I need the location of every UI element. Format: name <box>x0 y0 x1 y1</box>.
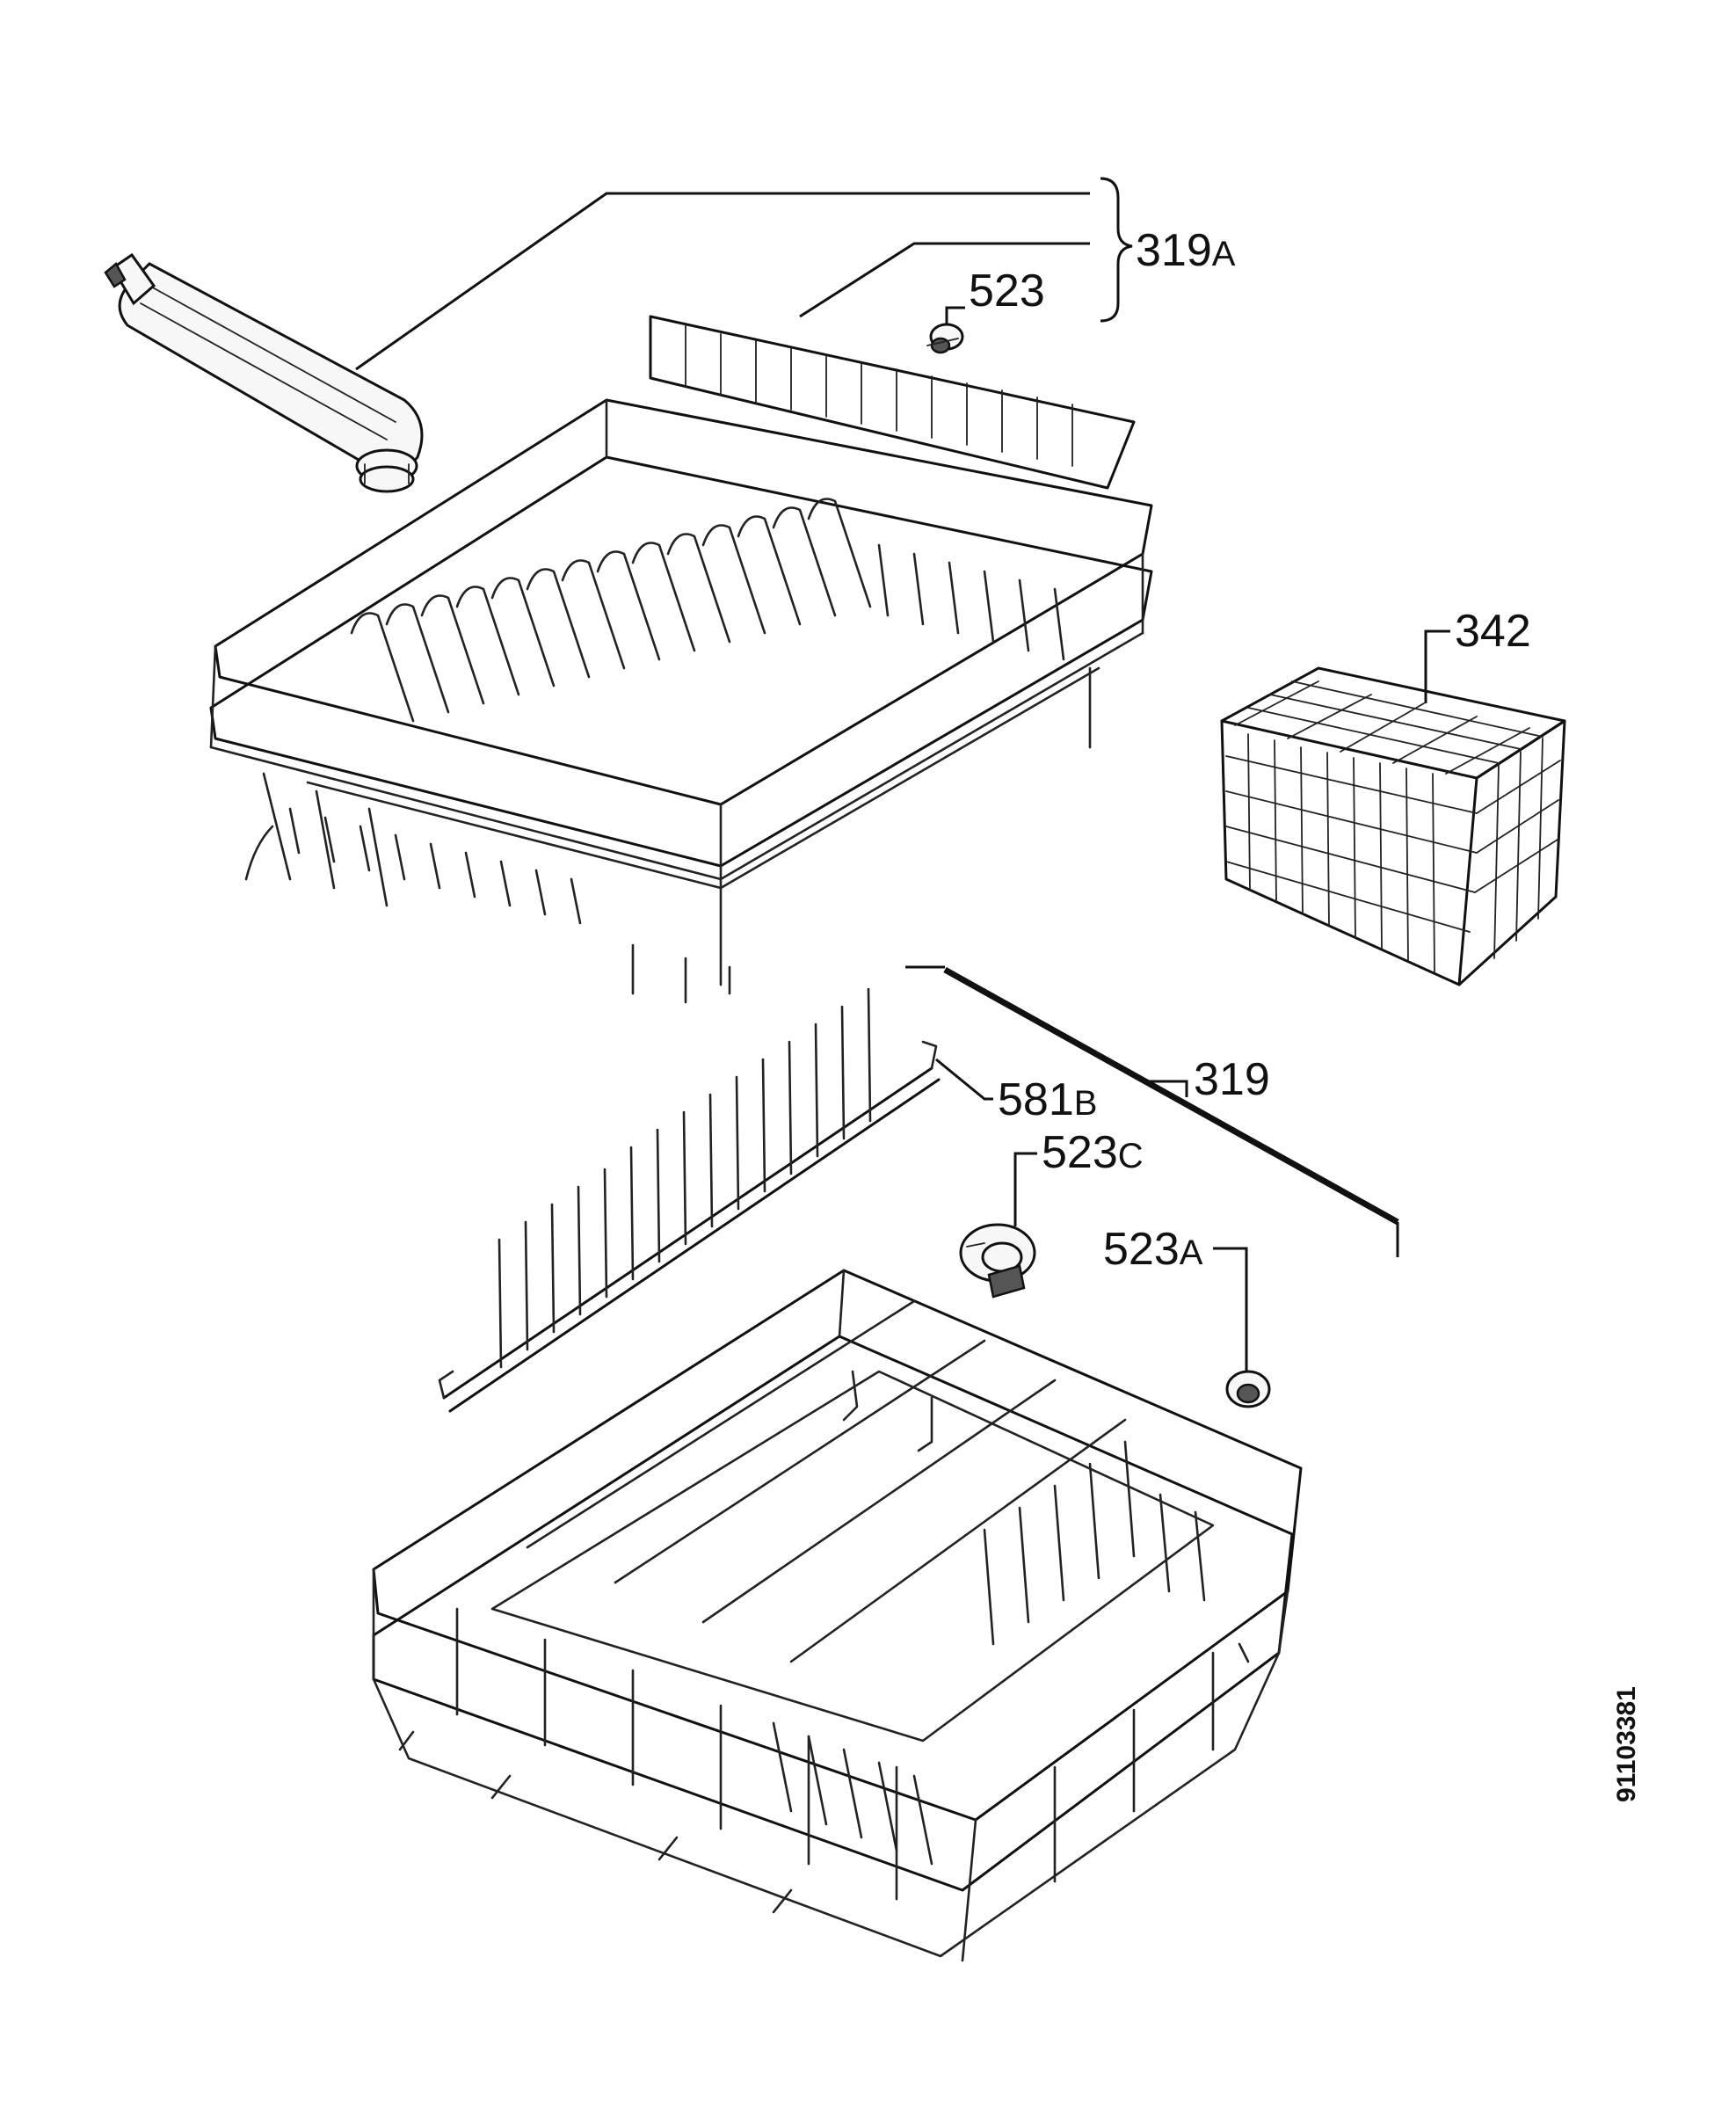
leader-523c <box>1013 1152 1037 1226</box>
lower-basket <box>372 1269 1303 1962</box>
label-581b: 581B <box>998 1074 1097 1125</box>
bar-319-lower-basket <box>943 966 1399 1226</box>
bracket-319a <box>1100 177 1133 323</box>
leader-342 <box>1424 629 1450 703</box>
label-523c: 523C <box>1042 1127 1144 1178</box>
label-523: 523 <box>969 266 1045 316</box>
label-319a: 319A <box>1136 225 1236 276</box>
leader-581b <box>935 1058 993 1101</box>
plate-rack-insert <box>438 987 941 1413</box>
document-number: 91103381 <box>1612 1686 1641 1802</box>
roller-523c <box>959 1223 1036 1299</box>
label-523a: 523A <box>1103 1224 1203 1275</box>
cutlery-basket <box>1220 666 1566 986</box>
leader-319a-basket <box>799 242 1090 318</box>
label-319: 319 <box>1194 1054 1270 1105</box>
upper-basket <box>209 315 1153 1004</box>
spray-arm-tube <box>104 252 424 493</box>
roller-523 <box>926 323 964 354</box>
leader-523 <box>945 306 965 325</box>
leader-523a <box>1213 1247 1248 1372</box>
label-342: 342 <box>1455 606 1531 657</box>
roller-523a <box>1225 1370 1271 1408</box>
leader-lines <box>355 177 1450 1372</box>
leader-319-label <box>1143 1080 1188 1097</box>
leader-319a-spray-arm <box>355 192 1090 371</box>
